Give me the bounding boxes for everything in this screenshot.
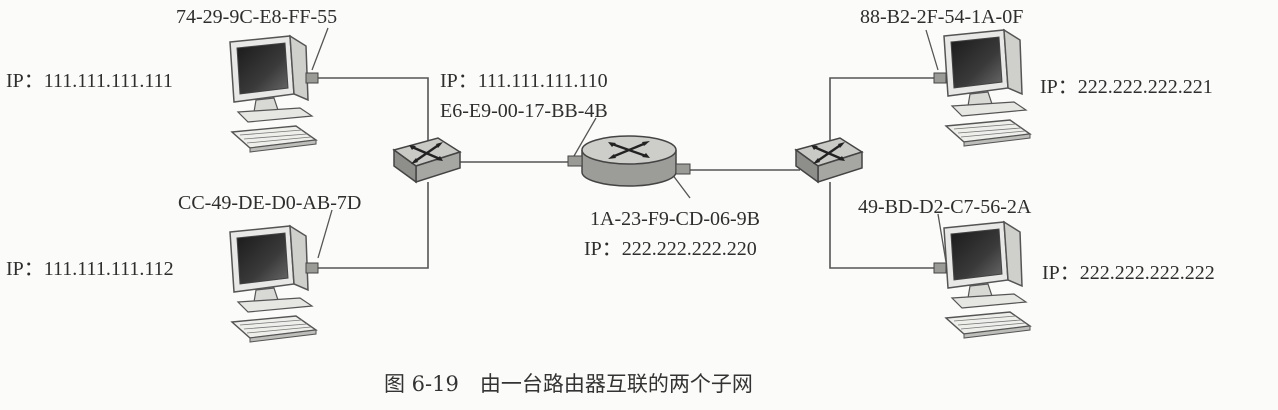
host-top-left xyxy=(229,35,317,153)
router-left-ip: IP：111.111.111.110 xyxy=(440,70,608,92)
host-bottom-right xyxy=(943,221,1031,339)
router xyxy=(567,135,691,187)
router-right-mac: 1A-23-F9-CD-06-9B xyxy=(590,208,760,230)
switch-right xyxy=(794,136,864,184)
switch-left xyxy=(392,136,462,184)
host-bottom-right-mac: 49-BD-D2-C7-56-2A xyxy=(858,196,1032,218)
host-top-right-ip: IP：222.222.222.221 xyxy=(1040,76,1213,98)
host-top-right xyxy=(943,29,1031,147)
host-top-left-mac: 74-29-9C-E8-FF-55 xyxy=(176,6,338,28)
router-left-mac: E6-E9-00-17-BB-4B xyxy=(440,100,608,122)
host-bottom-left-mac: CC-49-DE-D0-AB-7D xyxy=(178,192,362,214)
host-top-right-mac: 88-B2-2F-54-1A-0F xyxy=(860,6,1024,28)
host-top-left-ip: IP：111.111.111.111 xyxy=(6,70,173,92)
network-links xyxy=(318,77,934,269)
figure-caption: 图 6-19 由一台路由器互联的两个子网 xyxy=(384,372,753,396)
host-bottom-right-ip: IP：222.222.222.222 xyxy=(1042,262,1215,284)
leader-lines xyxy=(311,27,947,263)
host-bottom-left-ip: IP：111.111.111.112 xyxy=(6,258,174,280)
router-right-ip: IP：222.222.222.220 xyxy=(584,238,757,260)
host-bottom-left xyxy=(229,225,317,343)
